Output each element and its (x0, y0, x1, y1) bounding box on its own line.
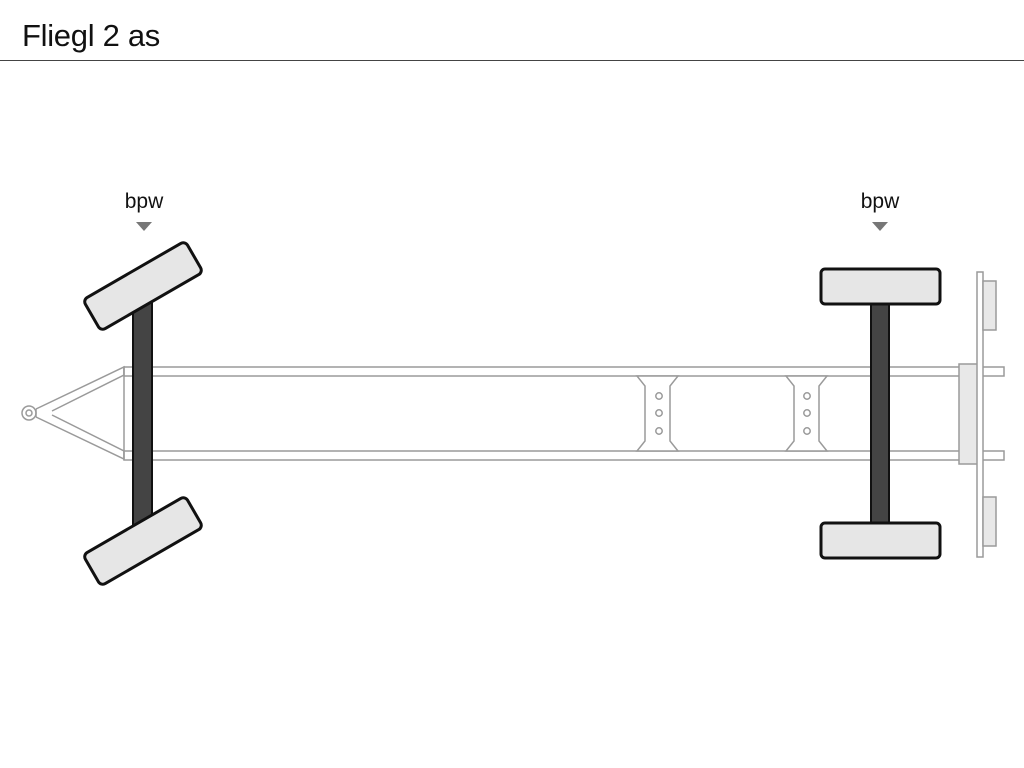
rear-bumper (958, 271, 997, 558)
marker-down-icon (136, 222, 152, 231)
towing-eye-icon (21, 405, 37, 421)
chassis-frame (123, 366, 1005, 461)
page-title: Fliegl 2 as (22, 18, 160, 53)
rear-axle (819, 267, 942, 560)
cross-member (784, 375, 829, 452)
drawbar (21, 365, 125, 461)
marker-down-icon (872, 222, 888, 231)
axle-beam (870, 299, 890, 529)
header: Fliegl 2 as (0, 0, 1024, 61)
axle-beam (132, 295, 153, 531)
tire-icon (819, 267, 942, 306)
tire-icon (83, 496, 203, 586)
front-axle (83, 241, 203, 586)
cross-member (635, 375, 680, 452)
rear-light-icon (982, 280, 997, 331)
tire-icon (83, 241, 203, 331)
axle-brand-label: bpw (861, 190, 900, 213)
axle-brand-label: bpw (125, 190, 164, 213)
rear-light-icon (982, 496, 997, 547)
tire-icon (819, 521, 942, 560)
